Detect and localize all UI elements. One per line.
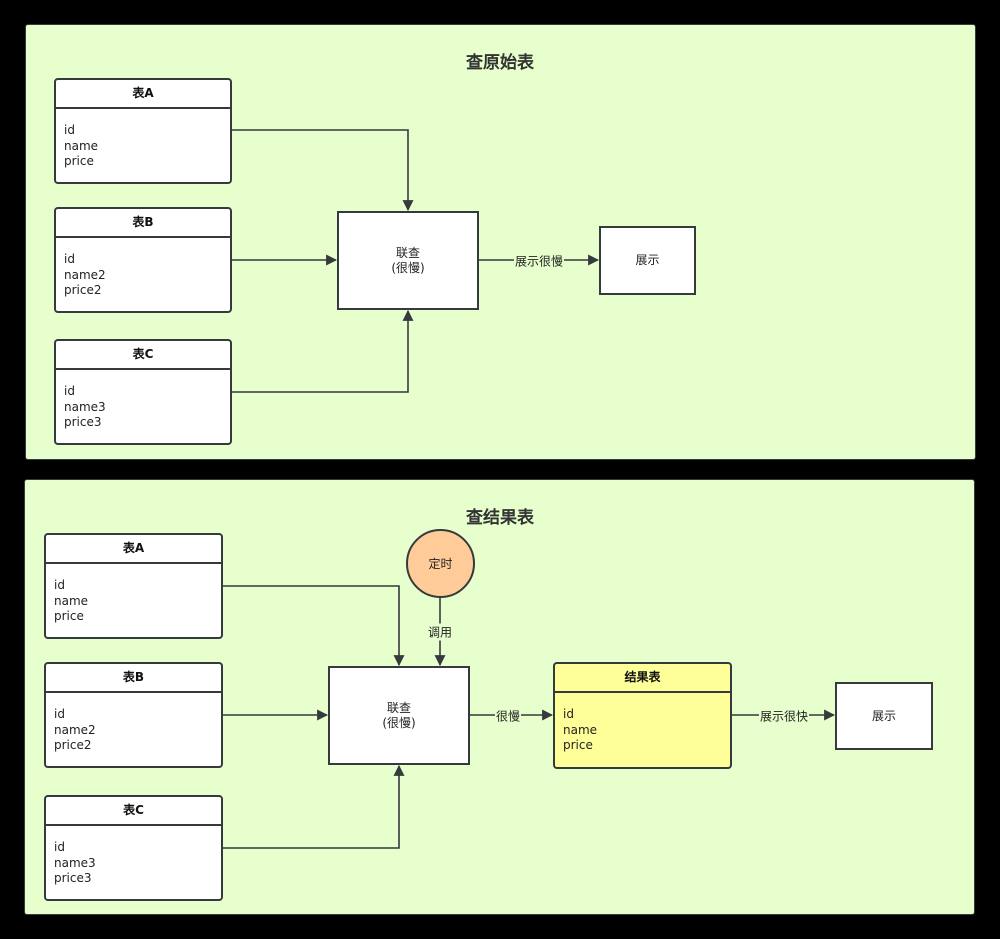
field: name (54, 593, 89, 608)
field: price3 (64, 415, 102, 429)
table-a[interactable]: 表A id name price (44, 533, 223, 639)
edge-label-call: 调用 (426, 623, 454, 641)
table-header: 表B (46, 664, 221, 693)
display-box[interactable]: 展示 (835, 682, 933, 750)
field: id (54, 840, 65, 854)
field: name (64, 138, 99, 153)
field: price (54, 609, 84, 623)
table-fields: id name2 price2 (56, 238, 230, 299)
display-label: 展示 (871, 708, 896, 723)
table-c[interactable]: 表C id name3 price3 (44, 795, 223, 901)
edge-label-slow: 很慢 (494, 707, 522, 725)
display-box[interactable]: 展示 (599, 226, 696, 295)
edge-table-c-to-join (223, 764, 405, 849)
timer-label: 定时 (428, 557, 453, 571)
field: name3 (54, 855, 96, 870)
field: id (64, 252, 75, 266)
join-label: 联查 (386, 700, 411, 715)
field: id (54, 578, 65, 592)
table-fields: id name price (555, 693, 730, 754)
join-query-box[interactable]: 联查 (很慢) (337, 211, 479, 310)
panel-title: 查结果表 (466, 508, 534, 528)
field: price (64, 154, 94, 168)
table-a[interactable]: 表A id name price (54, 78, 232, 184)
table-header: 表B (56, 209, 230, 238)
field: name2 (54, 722, 96, 737)
field: price2 (54, 738, 92, 752)
table-header: 表A (46, 535, 221, 564)
table-fields: id name3 price3 (56, 370, 230, 431)
table-fields: id name2 price2 (46, 693, 221, 754)
join-note: (很慢) (391, 260, 425, 275)
field: id (64, 123, 75, 137)
field: price3 (54, 871, 92, 885)
table-fields: id name price (46, 564, 221, 625)
field: id (54, 707, 65, 721)
table-c[interactable]: 表C id name3 price3 (54, 339, 232, 445)
table-header: 表C (46, 797, 221, 826)
field: name (563, 722, 598, 737)
field: name3 (64, 399, 106, 414)
field: id (64, 384, 75, 398)
field: name2 (64, 267, 106, 282)
table-header: 表C (56, 341, 230, 370)
result-table[interactable]: 结果表 id name price (553, 662, 732, 769)
edge-table-a-to-join (232, 129, 414, 212)
table-header: 结果表 (555, 664, 730, 693)
display-label: 展示 (635, 253, 660, 267)
join-query-box[interactable]: 联查 (很慢) (328, 666, 470, 765)
field: id (563, 707, 574, 721)
table-fields: id name price (56, 109, 230, 170)
table-fields: id name3 price3 (46, 826, 221, 887)
join-note: (很慢) (382, 715, 416, 730)
edge-label-fast-display: 展示很快 (758, 707, 810, 725)
field: price2 (64, 283, 102, 297)
edge-table-c-to-join (232, 309, 414, 393)
table-header: 表A (56, 80, 230, 109)
field: price (563, 738, 593, 752)
timer-node[interactable]: 定时 (406, 529, 475, 598)
edge-table-a-to-join (223, 585, 405, 667)
table-b[interactable]: 表B id name2 price2 (44, 662, 223, 768)
panel-title: 查原始表 (466, 53, 534, 73)
join-label: 联查 (395, 245, 420, 260)
table-b[interactable]: 表B id name2 price2 (54, 207, 232, 313)
edge-label-slow-display: 展示很慢 (513, 252, 565, 270)
